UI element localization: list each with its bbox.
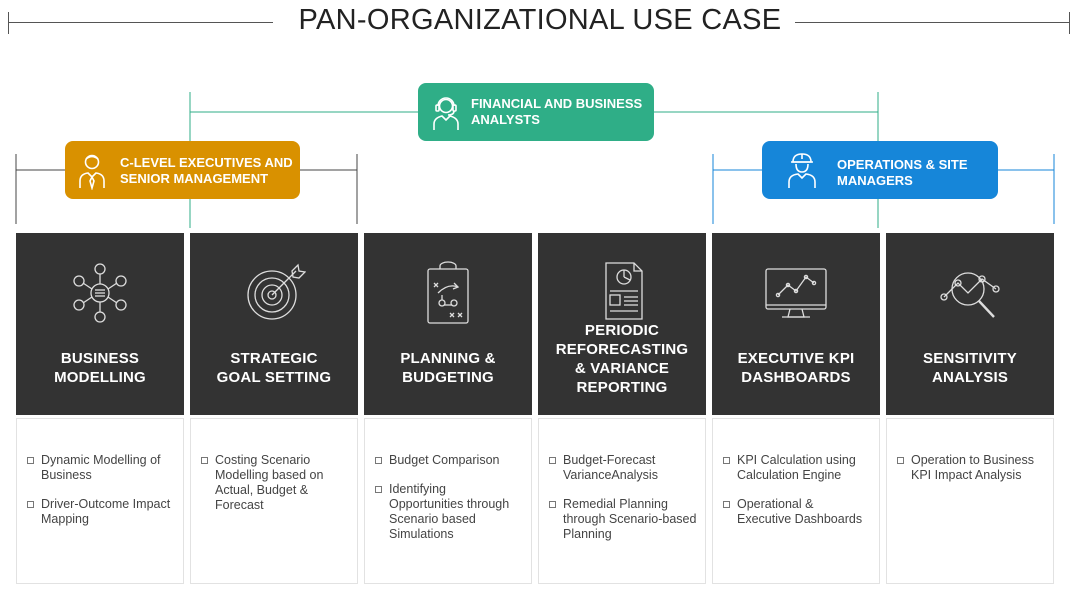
report-chart-icon bbox=[605, 262, 643, 320]
clipboard-strategy-icon bbox=[427, 261, 469, 324]
card-title: SENSITIVITY ANALYSIS bbox=[923, 350, 1017, 386]
role-operations-line2: MANAGERS bbox=[837, 173, 913, 188]
bullet-icon bbox=[201, 457, 208, 464]
bullet-icon bbox=[897, 457, 904, 464]
bullet-icon bbox=[27, 457, 34, 464]
card-title: PLANNING & BUDGETING bbox=[400, 350, 496, 386]
analyst-headset-icon bbox=[433, 97, 459, 130]
role-csuite-line2: SENIOR MANAGEMENT bbox=[120, 171, 269, 186]
list-item: Costing Scenario Modelling based on Actu… bbox=[201, 453, 349, 513]
role-operations-line1: OPERATIONS & SITE bbox=[837, 157, 968, 172]
card-title: BUSINESS MODELLING bbox=[54, 350, 146, 386]
list-item: KPI Calculation using Calculation Engine bbox=[723, 453, 871, 483]
bullet-icon bbox=[375, 457, 382, 464]
detail-planning-budgeting: Budget Comparison Identifying Opportunit… bbox=[364, 418, 532, 584]
list-item: Remedial Planning through Scenario-based… bbox=[549, 497, 697, 542]
bullet-icon bbox=[723, 457, 730, 464]
detail-strategic-goal-setting: Costing Scenario Modelling based on Actu… bbox=[190, 418, 358, 584]
page-title: PAN-ORGANIZATIONAL USE CASE bbox=[298, 4, 782, 36]
card-periodic-reforecasting: PERIODIC REFORECASTING & VARIANCE REPORT… bbox=[538, 233, 706, 415]
list-item: Budget-Forecast VarianceAnalysis bbox=[549, 453, 697, 483]
role-csuite: C-LEVEL EXECUTIVES AND SENIOR MANAGEMENT bbox=[65, 141, 300, 199]
list-item: Budget Comparison bbox=[375, 453, 523, 468]
detail-sensitivity-analysis: Operation to Business KPI Impact Analysi… bbox=[886, 418, 1054, 584]
magnifier-analysis-icon bbox=[940, 272, 1000, 318]
bullet-icon bbox=[723, 501, 730, 508]
title-right-tick bbox=[1069, 12, 1070, 34]
card-title: EXECUTIVE KPI DASHBOARDS bbox=[737, 350, 855, 386]
role-operations: OPERATIONS & SITE MANAGERS bbox=[762, 141, 998, 199]
title-right-rule bbox=[795, 22, 1070, 23]
title-row: PAN-ORGANIZATIONAL USE CASE bbox=[0, 0, 1080, 46]
hardhat-worker-icon bbox=[788, 153, 816, 188]
detail-business-modelling: Dynamic Modelling of Business Driver-Out… bbox=[16, 418, 184, 584]
role-analysts-line2: ANALYSTS bbox=[471, 112, 540, 127]
card-title: STRATEGIC GOAL SETTING bbox=[216, 350, 332, 386]
target-icon bbox=[247, 263, 306, 320]
list-item: Operational & Executive Dashboards bbox=[723, 497, 871, 527]
card-title: PERIODIC REFORECASTING & VARIANCE REPORT… bbox=[555, 322, 689, 396]
list-item: Operation to Business KPI Impact Analysi… bbox=[897, 453, 1045, 483]
card-business-modelling: BUSINESS MODELLING bbox=[16, 233, 184, 415]
list-item: Dynamic Modelling of Business bbox=[27, 453, 175, 483]
bullet-icon bbox=[549, 457, 556, 464]
bullet-icon bbox=[549, 501, 556, 508]
list-item: Identifying Opportunities through Scenar… bbox=[375, 482, 523, 542]
bullet-icon bbox=[375, 486, 382, 493]
network-nodes-icon bbox=[73, 263, 127, 323]
card-executive-kpi-dashboards: EXECUTIVE KPI DASHBOARDS bbox=[712, 233, 880, 415]
title-left-rule bbox=[8, 22, 273, 23]
monitor-dashboard-icon bbox=[765, 268, 827, 318]
role-analysts-line1: FINANCIAL AND BUSINESS bbox=[471, 96, 643, 111]
card-strategic-goal-setting: STRATEGIC GOAL SETTING bbox=[190, 233, 358, 415]
role-csuite-line1: C-LEVEL EXECUTIVES AND bbox=[120, 155, 293, 170]
role-analysts: FINANCIAL AND BUSINESS ANALYSTS bbox=[418, 83, 654, 141]
detail-executive-kpi-dashboards: KPI Calculation using Calculation Engine… bbox=[712, 418, 880, 584]
title-left-tick bbox=[8, 12, 9, 34]
card-sensitivity-analysis: SENSITIVITY ANALYSIS bbox=[886, 233, 1054, 415]
executive-icon bbox=[79, 154, 105, 190]
detail-periodic-reforecasting: Budget-Forecast VarianceAnalysis Remedia… bbox=[538, 418, 706, 584]
bullet-icon bbox=[27, 501, 34, 508]
list-item: Driver-Outcome Impact Mapping bbox=[27, 497, 175, 527]
card-planning-budgeting: PLANNING & BUDGETING bbox=[364, 233, 532, 415]
